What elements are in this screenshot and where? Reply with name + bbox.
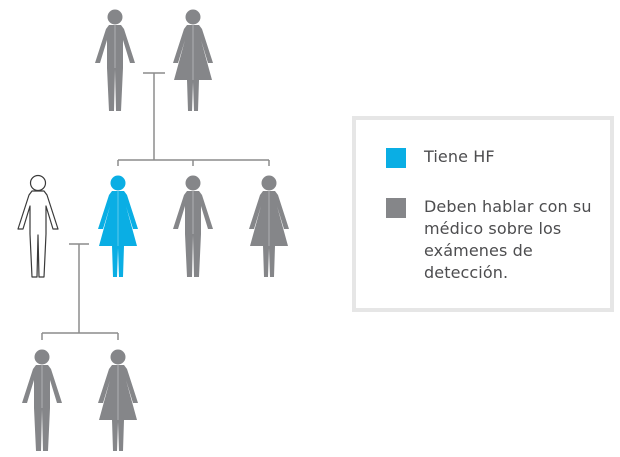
pareja-head <box>29 174 47 192</box>
legend-label-screening: Deben hablar con su médico sobre los exá… <box>424 197 592 282</box>
hermana-body <box>249 191 289 277</box>
figure-abuela <box>173 9 213 111</box>
hija-body <box>98 365 138 451</box>
abuelo-body <box>95 25 135 111</box>
figure-abuelo <box>95 9 135 111</box>
hermana-head <box>261 175 277 191</box>
figure-paciente <box>98 175 138 277</box>
abuelo-head <box>107 9 123 25</box>
figure-hijo <box>22 349 62 451</box>
legend-item-screening: Deben hablar con su médico sobre los exá… <box>386 196 594 284</box>
paciente-body <box>98 191 138 277</box>
legend-label-tiene-hf: Tiene HF <box>424 147 495 166</box>
figure-pareja <box>17 174 59 278</box>
hermano-head <box>185 175 201 191</box>
hija-head <box>110 349 126 365</box>
abuela-head <box>185 9 201 25</box>
figure-hija <box>98 349 138 451</box>
legend-swatch-affected <box>386 148 406 168</box>
hijo-body <box>22 365 62 451</box>
legend-box: Tiene HF Deben hablar con su médico sobr… <box>352 116 614 312</box>
family-pedigree <box>17 9 289 451</box>
legend-swatch-relative <box>386 198 406 218</box>
paciente-head <box>110 175 126 191</box>
connector-lines <box>41 72 270 340</box>
hijo-head <box>34 349 50 365</box>
figure-hermana <box>249 175 289 277</box>
legend-item-tiene-hf: Tiene HF <box>386 146 594 168</box>
hermano-body <box>173 191 213 277</box>
figure-hermano <box>173 175 213 277</box>
pareja-body <box>17 190 59 278</box>
abuela-body <box>173 25 213 111</box>
